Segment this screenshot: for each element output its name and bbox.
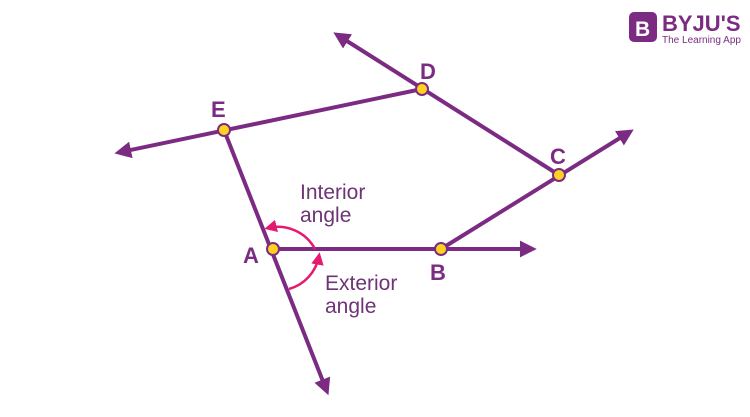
brand-name: BYJU'S [662,11,741,36]
ray-ea-extended [222,129,331,396]
interior-angle-arc [264,219,317,250]
label-c: C [550,144,566,169]
brand-logo: B BYJU'S The Learning App [629,11,741,46]
exterior-angle-arc [288,252,324,291]
label-a: A [243,243,259,268]
ray-bc-extended [439,129,634,251]
exterior-angle-label-line2: angle [325,295,376,318]
vertex-c [552,168,566,182]
vertex-d [415,82,429,96]
label-d: D [420,59,436,84]
brand-tagline: The Learning App [662,35,741,46]
vertex-b [434,242,448,256]
brand-logo-mark [629,12,657,42]
vertex-a [266,242,280,256]
vertex-e [217,123,231,137]
ray-de-extended [114,87,423,159]
label-e: E [211,97,226,122]
interior-angle-label-line2: angle [300,204,351,227]
exterior-angle-label-line1: Exterior [325,272,397,295]
brand-logo-mark-letter: B [635,18,650,41]
ray-cd-extended [333,32,561,177]
label-b: B [430,260,446,285]
interior-angle-label-line1: Interior [300,181,365,204]
